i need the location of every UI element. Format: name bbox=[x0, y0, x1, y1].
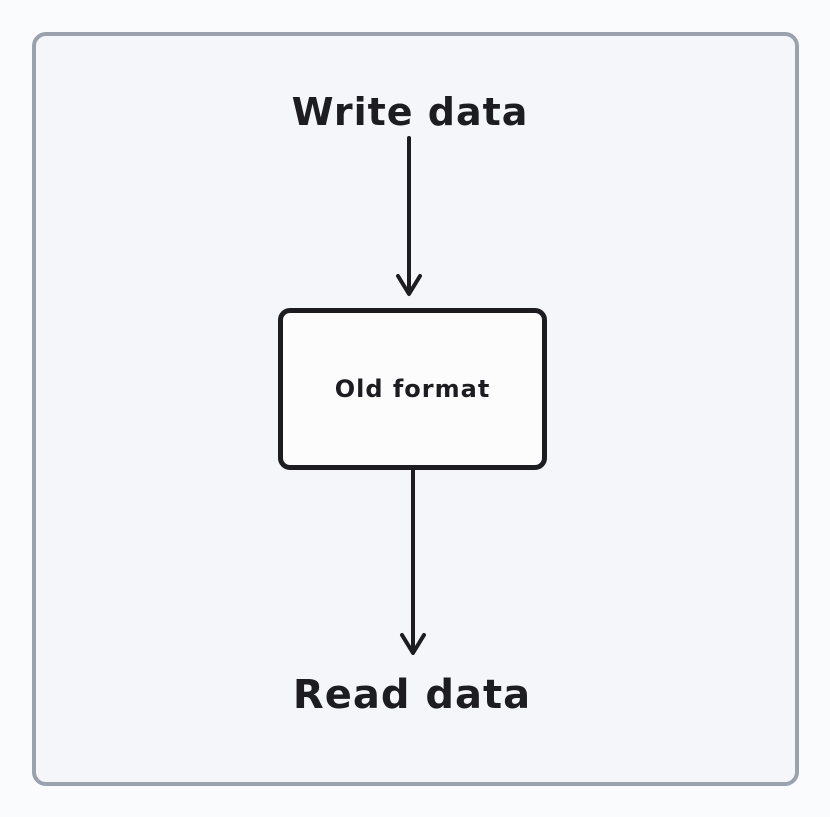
old-format-label: Old format bbox=[334, 375, 491, 403]
read-data-label: Read data bbox=[292, 672, 532, 718]
arrow-down-icon bbox=[396, 136, 422, 296]
write-data-label: Write data bbox=[291, 90, 529, 134]
arrow-down-icon bbox=[400, 469, 426, 655]
old-format-box: Old format bbox=[278, 308, 547, 470]
